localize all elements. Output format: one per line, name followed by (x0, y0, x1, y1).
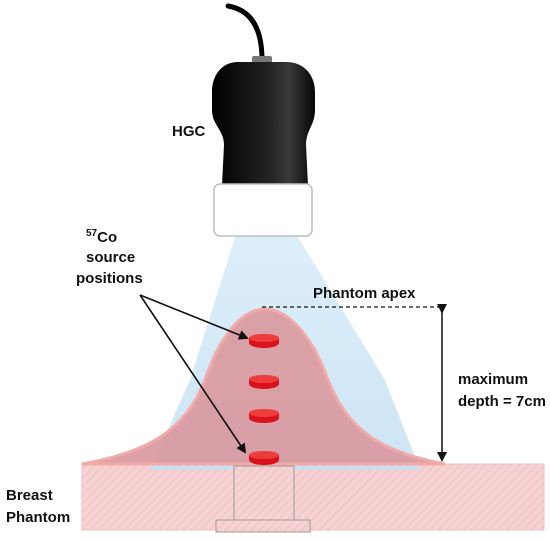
camera-cable (225, 3, 265, 63)
source-label-line2: positions (76, 270, 143, 287)
source-disc (249, 409, 279, 423)
source-disc (249, 451, 279, 465)
gamma-camera (212, 3, 315, 237)
phantom-stand-foot (215, 519, 311, 533)
pointer-arrow-bottom (139, 294, 247, 454)
source-disc (249, 334, 279, 348)
co57-sources (249, 334, 279, 465)
apex-label: Phantom apex (313, 285, 416, 302)
isotope-symbol: Co (97, 229, 117, 246)
isotope-label: 57Co (86, 228, 117, 246)
phantom-stand (233, 465, 295, 523)
depth-label-line1: maximum (458, 371, 528, 388)
detector-label: HGC (172, 123, 206, 140)
source-label-line1: source (86, 249, 135, 266)
source-disc (249, 375, 279, 389)
phantom-base (81, 463, 545, 531)
depth-label-line2: depth = 7cm (458, 393, 546, 410)
pointer-arrow-top (139, 294, 249, 340)
camera-window (213, 183, 313, 237)
camera-head (212, 62, 315, 185)
phantom-label-line1: Breast (6, 487, 53, 504)
isotope-mass: 57 (86, 228, 98, 239)
phantom-label-line2: Phantom (6, 509, 70, 526)
